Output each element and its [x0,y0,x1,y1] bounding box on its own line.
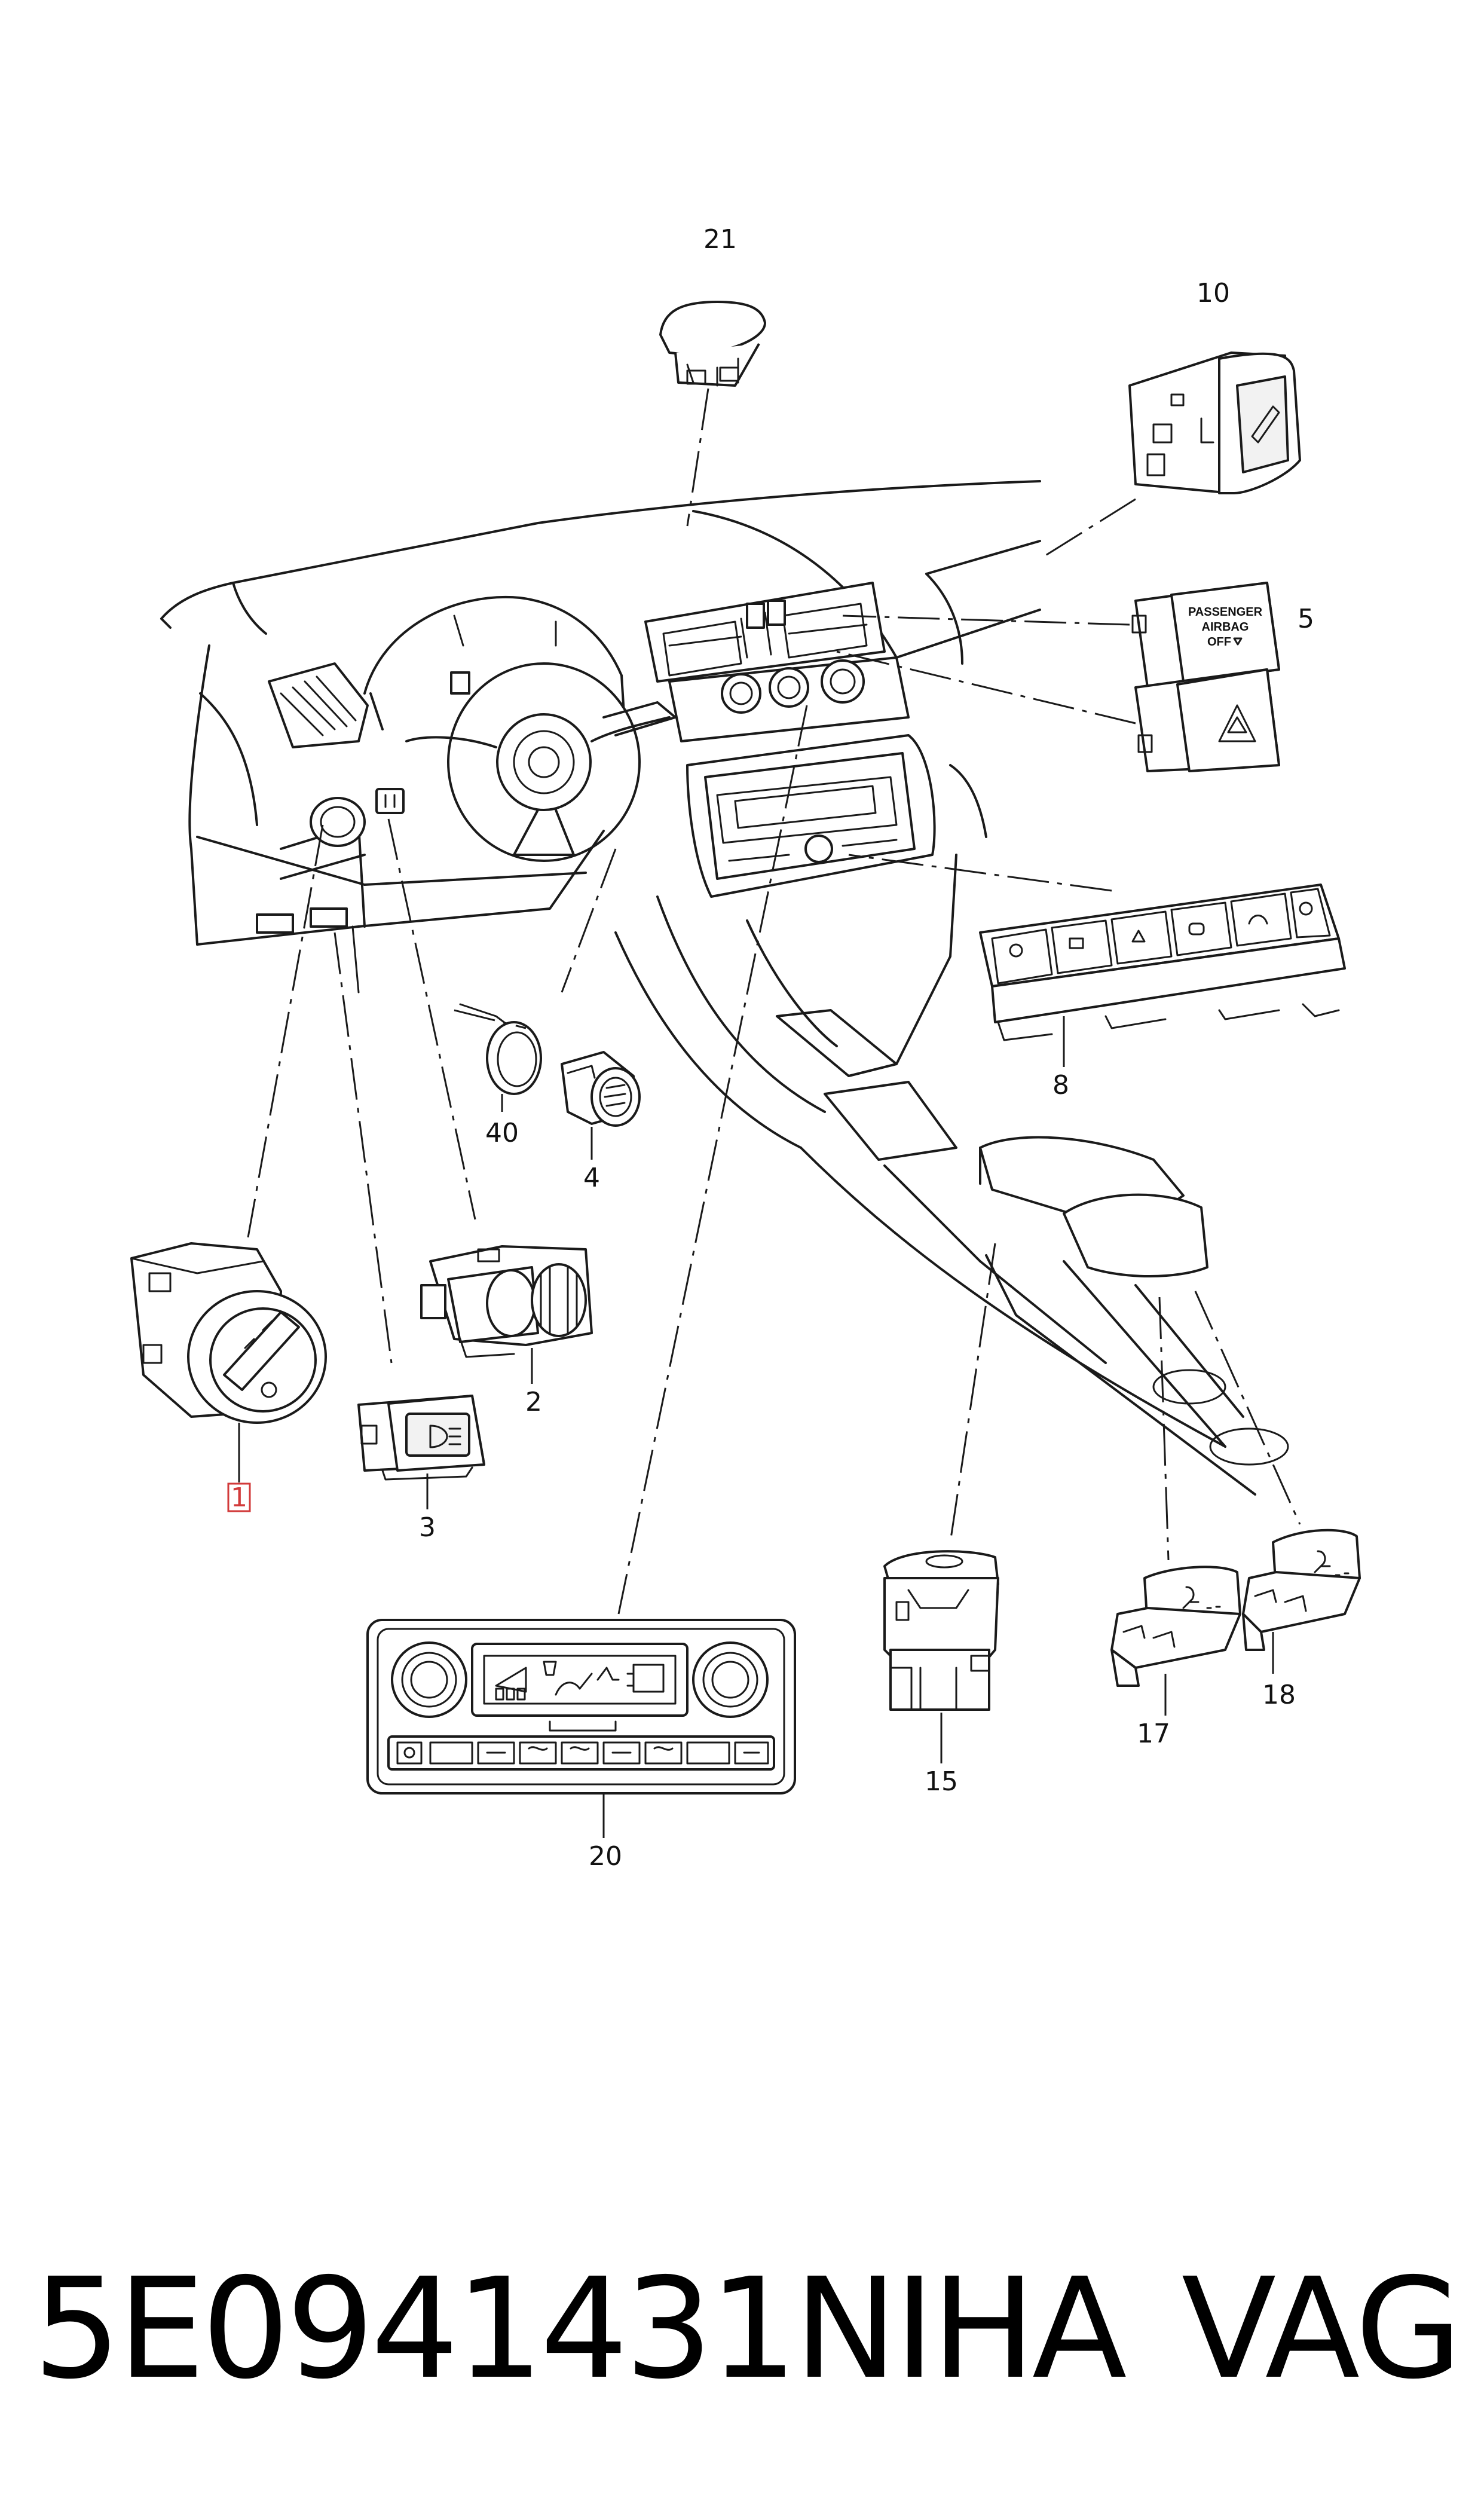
part-18-seat-switch [1242,1528,1361,1651]
seat-heat-icon-17 [1182,1586,1200,1609]
brand-name: VAG [1181,2248,1462,2410]
part-2-rotary-switch [420,1245,593,1358]
leader-5a [842,615,1130,626]
part-8-switch-bank [979,884,1346,1041]
part-40-ring [486,1021,542,1095]
leader-21 [686,388,709,527]
part-1-light-switch [130,1242,327,1424]
label-3: 3 [419,1512,436,1543]
airbag-off-icon [1233,637,1243,646]
leader-20 [617,705,808,1615]
leader-1 [247,824,324,1238]
leader-8 [848,854,1112,892]
label-10: 10 [1197,278,1230,308]
label-17: 17 [1137,1719,1170,1749]
airbag-text-line3: OFF [1207,635,1231,649]
highlight-box-1 [227,1482,251,1512]
leader-18 [1194,1291,1301,1525]
leader-3 [333,932,393,1364]
label-40: 40 [485,1118,519,1148]
part-5-switch: PASSENGER AIRBAG OFF [1131,582,1280,772]
part-15-switch [883,1550,999,1711]
label-5: 5 [1298,604,1314,634]
part-3-fog-switch [357,1395,485,1481]
part-17-seat-switch [1110,1566,1241,1687]
label-8: 8 [1052,1070,1069,1100]
leader-4-dash [561,848,617,993]
headlight-icon [261,1381,277,1398]
leader-15 [949,1243,996,1543]
label-2: 2 [525,1387,542,1417]
dashboard-assembly [160,480,1289,1496]
part-10-switch [1128,351,1301,494]
part-21-cap [659,301,766,387]
part-4-socket [561,1051,641,1127]
leader-17 [1158,1297,1170,1561]
leader-10 [1039,498,1136,560]
leader-40-4 [454,1009,527,1029]
label-20: 20 [589,1841,622,1872]
label-1: 1 [231,1482,247,1513]
label-21: 21 [703,224,737,255]
airbag-text-line2: AIRBAG [1202,620,1249,634]
leader-5b [836,650,1136,724]
label-18: 18 [1262,1680,1296,1710]
seat-heat-icon-18 [1314,1550,1331,1573]
label-15: 15 [925,1766,958,1797]
airbag-text-line1: PASSENGER [1188,606,1263,619]
fog-light-icon [429,1424,448,1448]
part-20-climate-control [366,1619,796,1795]
leader-2 [387,818,476,1220]
label-4: 4 [583,1163,600,1193]
part-number: 5E0941431NIHA [33,2248,1127,2410]
